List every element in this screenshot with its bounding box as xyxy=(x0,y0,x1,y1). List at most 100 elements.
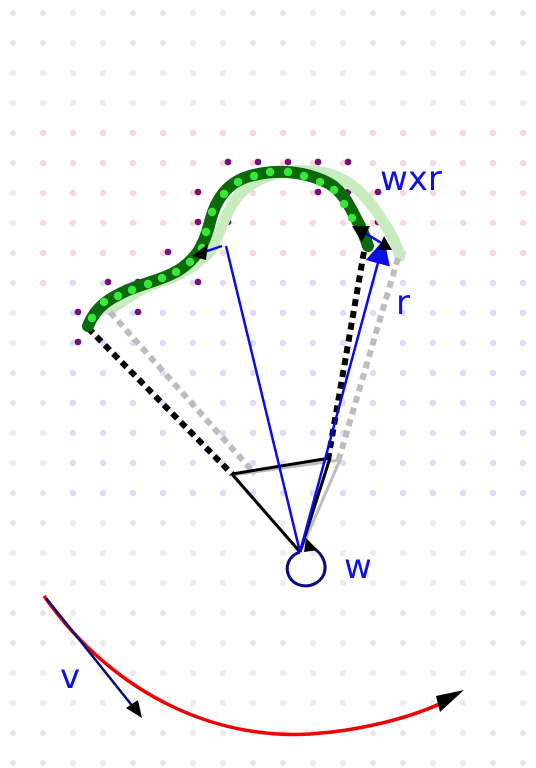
grid-dot xyxy=(309,369,317,377)
grid-dot xyxy=(249,459,257,467)
grid-dot xyxy=(129,99,137,107)
curve-point xyxy=(347,213,357,223)
grid-dot xyxy=(369,399,377,407)
grid-dot xyxy=(489,759,497,767)
grid-dot xyxy=(489,369,497,377)
grid-dot xyxy=(9,399,17,407)
grid-dot xyxy=(459,369,467,377)
grid-dot xyxy=(39,279,47,287)
grid-dot xyxy=(489,609,497,617)
curve-point xyxy=(219,189,229,199)
grid-dot xyxy=(129,399,137,407)
grid-dot xyxy=(399,9,407,17)
grid-dot xyxy=(219,669,227,677)
grid-dot xyxy=(279,549,287,557)
curve-point xyxy=(233,177,243,187)
grid-dot xyxy=(69,9,77,17)
grid-dot xyxy=(9,489,17,497)
grid-dot xyxy=(219,279,227,287)
grid-dot xyxy=(519,39,527,47)
grid-dot xyxy=(489,399,497,407)
grid-dot xyxy=(429,399,437,407)
grid-dot xyxy=(399,99,407,107)
grid-dot xyxy=(249,399,257,407)
grid-dot xyxy=(369,729,377,737)
grid-dot xyxy=(309,39,317,47)
motion-arc xyxy=(42,594,449,737)
grid-dot xyxy=(429,489,437,497)
grid-dot xyxy=(519,729,527,737)
grid-dot xyxy=(9,39,17,47)
grid-dot xyxy=(429,339,437,347)
grid-dot xyxy=(459,309,467,317)
grid-dot xyxy=(459,129,467,137)
grid-dot xyxy=(339,459,347,467)
grid-dot xyxy=(69,219,77,227)
grid-dot xyxy=(9,639,17,647)
grid-dot xyxy=(339,609,347,617)
grid-dot xyxy=(369,459,377,467)
grid-dot xyxy=(9,549,17,557)
grid-dot xyxy=(369,699,377,707)
grid-dot xyxy=(429,219,437,227)
grid-dot xyxy=(489,459,497,467)
grid-dot xyxy=(459,189,467,197)
grid-dot xyxy=(459,579,467,587)
grid-dot xyxy=(459,9,467,17)
grid-dot xyxy=(309,249,317,257)
grid-dot xyxy=(99,519,107,527)
grid-dot xyxy=(219,129,227,137)
grid-dot xyxy=(99,759,107,767)
grid-dot xyxy=(159,339,167,347)
purple-dot xyxy=(314,158,322,166)
grid-dot xyxy=(129,669,137,677)
grid-dot xyxy=(219,759,227,767)
grid-dot xyxy=(39,639,47,647)
grid-dot xyxy=(279,669,287,677)
linear-velocity-label: v xyxy=(60,657,80,697)
purple-dot xyxy=(374,188,382,196)
grid-dot xyxy=(489,669,497,677)
grid-dot xyxy=(519,159,527,167)
grid-dot xyxy=(339,39,347,47)
arrowhead-icon xyxy=(378,236,392,250)
grid-dot xyxy=(279,519,287,527)
grid-dot xyxy=(249,99,257,107)
grid-dot xyxy=(369,39,377,47)
grid-dot xyxy=(69,279,77,287)
grid-dot xyxy=(219,729,227,737)
grid-dot xyxy=(9,99,17,107)
grid-dot xyxy=(489,339,497,347)
grid-dot xyxy=(309,399,317,407)
grid-dot xyxy=(489,9,497,17)
grid-dot xyxy=(159,669,167,677)
grid-dot xyxy=(39,99,47,107)
grid-dot xyxy=(159,189,167,197)
grid-dot xyxy=(189,759,197,767)
grid-dot xyxy=(69,39,77,47)
grid-dot xyxy=(219,99,227,107)
grid-dot xyxy=(129,69,137,77)
grid-dot xyxy=(279,219,287,227)
grid-dot xyxy=(159,69,167,77)
grid-dot xyxy=(9,459,17,467)
curve-point xyxy=(185,257,195,267)
grid-dot xyxy=(9,579,17,587)
grid-dot xyxy=(219,519,227,527)
grid-dot xyxy=(69,489,77,497)
grid-dot xyxy=(99,159,107,167)
grid-dot xyxy=(489,579,497,587)
grid-dot xyxy=(69,549,77,557)
grid-dot xyxy=(369,129,377,137)
grid-dot xyxy=(9,699,17,707)
grid-dot xyxy=(99,9,107,17)
grid-dot xyxy=(129,9,137,17)
grid-dot xyxy=(39,489,47,497)
grid-dot xyxy=(69,339,77,347)
grid-dot xyxy=(9,369,17,377)
grid-dot xyxy=(459,399,467,407)
grid-dot xyxy=(129,729,137,737)
grid-dot xyxy=(519,459,527,467)
grid-dot xyxy=(69,729,77,737)
grid-dot xyxy=(39,429,47,437)
